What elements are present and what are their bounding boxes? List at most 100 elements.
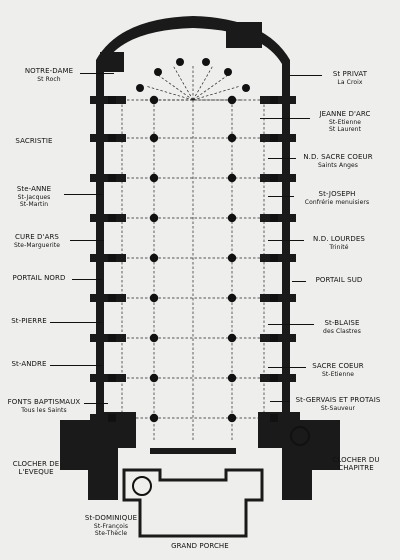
chapel-name: St-GERVAIS ET PROTAIS xyxy=(295,396,381,404)
tower-name: CHAPITRE xyxy=(338,463,374,472)
label-clocher-eveque: CLOCHER DE L'EVEQUE xyxy=(6,460,66,476)
chapel-name: JEANNE D'ARC xyxy=(319,110,371,118)
label-fonts-baptismaux: FONTS BAPTISMAUX Tous les Saints xyxy=(4,398,84,414)
chapel-name: St PRIVAT xyxy=(332,70,368,78)
nave-pillar xyxy=(227,413,237,423)
label-sacre-coeur: SACRE COEUR St-Etienne xyxy=(306,362,370,378)
chapel-subname: St Roch xyxy=(37,75,61,83)
chapel-subname: Ste-Marguerite xyxy=(13,241,61,249)
label-st-blaise: St-BLAISE des Clastres xyxy=(314,319,370,335)
choir-pillar xyxy=(224,68,232,76)
label-grand-porche: GRAND PORCHE xyxy=(150,542,250,551)
chapel-subname: Saints Anges xyxy=(317,161,359,169)
chapel-subname: Tous les Saints xyxy=(21,406,67,414)
leader-line xyxy=(268,324,314,325)
nave-pillar xyxy=(149,373,159,383)
west-wall xyxy=(150,448,236,454)
leader-line xyxy=(268,158,296,159)
tower-name: CLOCHER DE xyxy=(12,460,60,468)
nave-pillar xyxy=(227,173,237,183)
nave-pillar xyxy=(227,133,237,143)
label-sacristie: SACRISTIE xyxy=(6,137,62,146)
chapel-name: St-JOSEPH xyxy=(318,190,356,198)
nave-pillar xyxy=(149,133,159,143)
vault-rib xyxy=(192,85,240,101)
chapel-name: St-ANDRE xyxy=(11,360,47,368)
leader-line xyxy=(84,403,108,404)
chapel-name: NOTRE-DAME xyxy=(24,67,74,75)
chapel-name: SACRE COEUR xyxy=(312,362,364,370)
chapel-subname: St-Martin xyxy=(19,201,49,209)
nave-pillar xyxy=(227,253,237,263)
chapel-subname: Ste-Thècle xyxy=(94,530,128,538)
label-cure-dars: CURE D'ARS Ste-Marguerite xyxy=(6,233,68,249)
chapel-name: PORTAIL SUD xyxy=(315,276,363,284)
label-portail-nord: PORTAIL NORD xyxy=(6,274,72,283)
porch-name: GRAND PORCHE xyxy=(171,542,229,550)
wall-pier xyxy=(108,254,116,262)
label-st-pierre: St-PIERRE xyxy=(6,317,52,326)
spiral-stair xyxy=(132,476,152,496)
leader-line xyxy=(64,194,102,195)
tower-name: CLOCHER DU xyxy=(332,456,380,464)
chapel-subname: St-Jacques xyxy=(17,193,51,201)
leader-line xyxy=(268,367,306,368)
wall-pier xyxy=(270,174,278,182)
label-nd-sacre-coeur: N.D. SACRE COEUR Saints Anges xyxy=(296,153,380,169)
nave-pillar xyxy=(149,413,159,423)
leader-line xyxy=(268,196,294,197)
nave-pillars xyxy=(108,58,278,423)
leader-line xyxy=(50,365,102,366)
label-notre-dame: NOTRE-DAME St Roch xyxy=(14,67,84,83)
wall-pier xyxy=(108,374,116,382)
vault-grid xyxy=(118,64,268,440)
leader-line xyxy=(290,75,322,76)
label-jeanne-darc: JEANNE D'ARC St-Etienne St Laurent xyxy=(310,110,380,134)
wall-pier xyxy=(270,134,278,142)
chapel-subname: St Laurent xyxy=(328,126,362,134)
nave-pillar xyxy=(149,293,159,303)
chapel-subname: St-François xyxy=(93,522,129,530)
choir-pillar xyxy=(154,68,162,76)
leader-line xyxy=(80,73,114,74)
clocher-chapitre-tower xyxy=(258,412,340,500)
wall-pier xyxy=(108,414,116,422)
leader-line xyxy=(292,281,306,282)
nave-pillar xyxy=(149,95,159,105)
leader-line xyxy=(70,240,104,241)
wall-pier xyxy=(270,414,278,422)
wall-pier xyxy=(108,214,116,222)
label-st-andre: St-ANDRE xyxy=(6,360,52,369)
wall-pier xyxy=(270,374,278,382)
leader-line xyxy=(260,118,310,119)
nave-pillar xyxy=(227,213,237,223)
choir-pillar xyxy=(242,84,250,92)
chapel-name: St-DOMINIQUE xyxy=(84,514,138,522)
chapel-name: PORTAIL NORD xyxy=(12,274,66,282)
chapel-subname: St-Etienne xyxy=(328,118,362,126)
chapel-name: SACRISTIE xyxy=(15,137,53,145)
chapel-name: Ste-ANNE xyxy=(16,185,52,193)
wall-pier xyxy=(270,294,278,302)
apse-chapel xyxy=(226,22,262,48)
chapel-name: FONTS BAPTISMAUX xyxy=(7,398,81,406)
wall-pier xyxy=(108,294,116,302)
wall-pier xyxy=(270,214,278,222)
wall-pier xyxy=(108,96,116,104)
vault-rib xyxy=(192,74,229,101)
vault-rib xyxy=(173,66,194,101)
nave-pillar xyxy=(227,95,237,105)
chapel-subname: Trinité xyxy=(329,243,349,251)
chapel-name: St-PIERRE xyxy=(11,317,47,325)
choir-pillar xyxy=(176,58,184,66)
wall-pier xyxy=(108,174,116,182)
spiral-stair xyxy=(290,426,310,446)
chapel-name: CURE D'ARS xyxy=(15,233,59,241)
nave-pillar xyxy=(227,333,237,343)
wall-pier xyxy=(108,334,116,342)
chapel-subname: des Clastres xyxy=(323,327,361,335)
cathedral-walls xyxy=(60,16,340,538)
label-ste-anne: Ste-ANNE St-Jacques St-Martin xyxy=(6,185,62,209)
chapel-name: St-BLAISE xyxy=(324,319,360,327)
